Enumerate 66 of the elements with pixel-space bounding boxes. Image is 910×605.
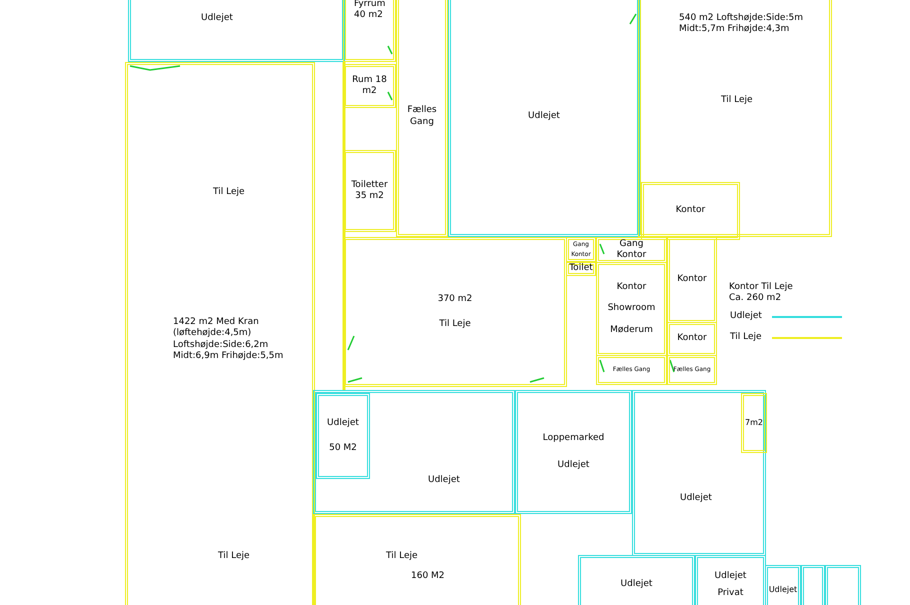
room-label: Kontor [676, 205, 706, 217]
room-outline [343, 237, 567, 387]
room-label: Til Leje [213, 187, 245, 198]
legend-label: Udlejet [730, 310, 763, 323]
area-note: Kontor Til Leje Ca. 260 m2 [729, 282, 794, 304]
room-label: Udlejet [620, 579, 652, 591]
room-outline [578, 555, 695, 605]
room-outline [515, 390, 632, 514]
room-label: Udlejet [680, 493, 712, 504]
room-outline [695, 555, 766, 605]
room-label: 50 M2 [329, 443, 357, 454]
room-outline [396, 0, 448, 237]
room-label: Kontor [677, 333, 707, 345]
room-outline [343, 0, 396, 62]
room-label: Til Leje [386, 551, 418, 562]
room-label: Rum 18 m2 [351, 74, 388, 98]
room-outline [596, 262, 667, 356]
room-outline [741, 393, 767, 453]
room-label: 370 m2 [438, 294, 472, 305]
room-outline [316, 393, 370, 479]
room-outline [765, 565, 801, 605]
room-outline [667, 322, 717, 356]
room-label: 1422 m2 Med Kran (løftehøjde:4,5m) Loftshøjde:Side:6,2m Midt:6,9m Frihøjde:5,5m [173, 317, 284, 362]
room-label: 160 M2 [411, 571, 445, 582]
room-outline [313, 514, 521, 605]
room-label: Fælles Gang [406, 105, 438, 128]
room-label: Til Leje [439, 319, 471, 330]
room-label: Møderum [610, 324, 653, 336]
room-outline [667, 355, 717, 385]
room-label: Til Leje [721, 95, 753, 106]
room-label: Privat [718, 588, 744, 600]
room-label: Udlejet [327, 418, 359, 429]
room-label: Toilet [569, 263, 593, 275]
room-label: Kontor [616, 250, 646, 262]
room-label: Loppemarked [542, 432, 604, 444]
room-outline [596, 237, 667, 263]
room-label: 7m2 [745, 418, 763, 428]
room-label: 540 m2 Loftshøjde:Side:5m Midt:5,7m Frihøjde:4,3m [679, 13, 804, 36]
room-outline [566, 237, 596, 262]
room-outline [448, 0, 640, 237]
room-label: Udlejet [714, 570, 746, 582]
room-label: Udlejet [558, 460, 590, 472]
room-outline [343, 64, 396, 108]
room-label: Kontor [677, 274, 707, 286]
room-label: Udlejet [428, 475, 460, 486]
room-label: Kontor [616, 282, 646, 294]
room-outline [632, 390, 766, 556]
room-outline [596, 355, 667, 385]
room-label: Toiletter 35 m2 [350, 180, 389, 202]
room-label: Gang [620, 238, 644, 250]
room-outline [125, 62, 315, 605]
room-outline [667, 237, 717, 323]
room-outline [566, 262, 596, 276]
room-label: Udlejet [528, 110, 560, 122]
room-label: Showroom [608, 303, 656, 315]
legend-label: Til Leje [730, 331, 763, 344]
room-label: Til Leje [218, 551, 250, 562]
room-outline [641, 182, 740, 240]
room-outline [343, 150, 396, 232]
room-outline [313, 390, 515, 514]
room-label: Udlejet [201, 13, 233, 24]
room-outline [638, 0, 832, 237]
room-label: Udlejet [768, 585, 798, 595]
room-outline [825, 565, 861, 605]
room-outline [128, 0, 345, 62]
room-outline [801, 565, 825, 605]
